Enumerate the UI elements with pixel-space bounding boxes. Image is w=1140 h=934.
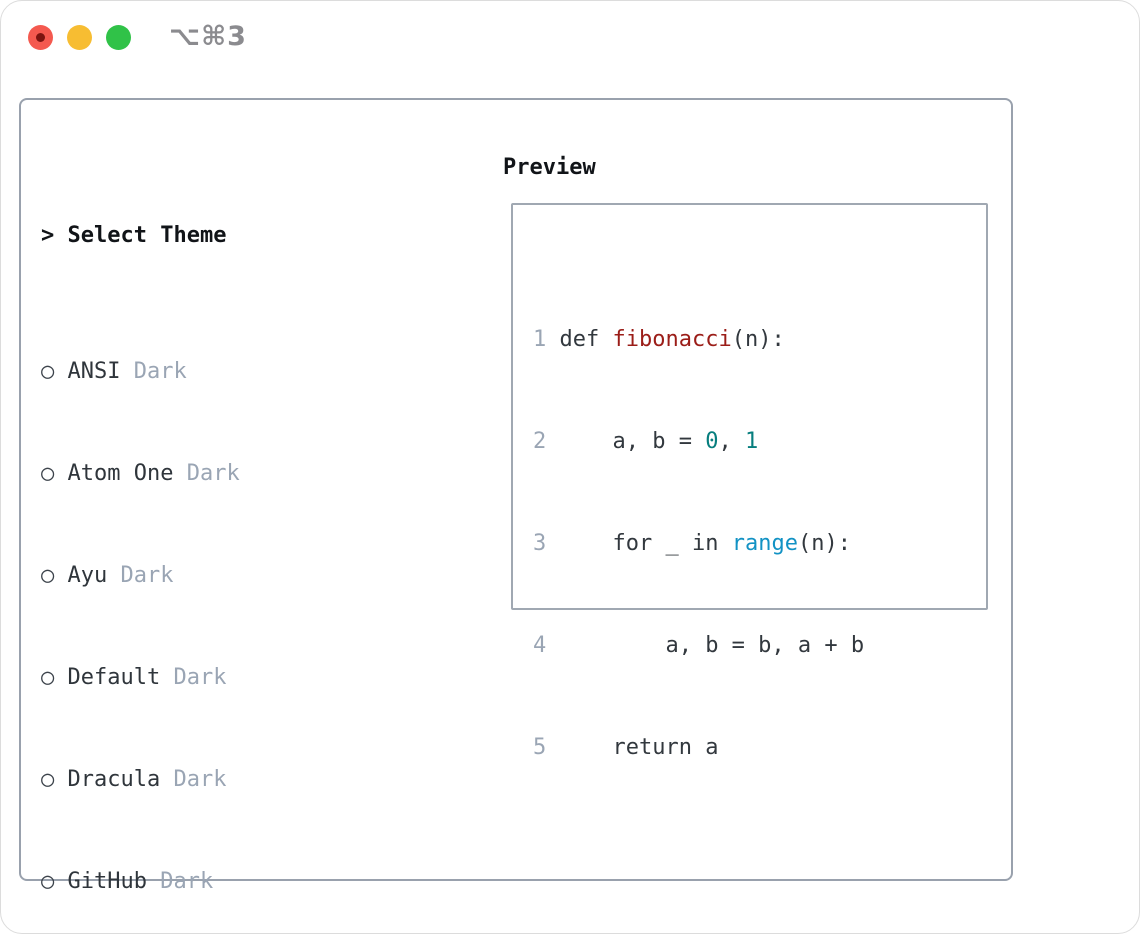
theme-option-ansi-dark[interactable]: ○ ANSI Dark <box>41 359 187 384</box>
traffic-lights <box>28 25 131 50</box>
radio-icon: ○ <box>41 869 68 894</box>
settings-panel: > Select Theme ○ ANSI Dark ○ Atom One Da… <box>19 98 1013 894</box>
radio-icon: ○ <box>41 665 68 690</box>
select-theme-heading-label: Select Theme <box>67 223 227 248</box>
code-line: 3 for _ in range(n): <box>533 531 851 556</box>
select-theme-heading: > Select Theme <box>41 219 412 253</box>
code-preview: 1 def fibonacci(n): 2 a, b = 0, 1 3 for … <box>533 255 944 933</box>
code-line: 1 def fibonacci(n): <box>533 327 785 352</box>
window-shortcut-label: ⌥⌘3 <box>169 21 247 52</box>
prompt-caret-icon: > <box>41 223 68 248</box>
theme-option-ayu-dark[interactable]: ○ Ayu Dark <box>41 563 174 588</box>
minimize-button[interactable] <box>67 25 92 50</box>
radio-icon: ○ <box>41 767 68 792</box>
theme-option-github-dark[interactable]: ○ GitHub Dark <box>41 869 214 894</box>
close-button[interactable] <box>28 25 53 50</box>
blank-code-line <box>533 833 944 867</box>
radio-icon: ○ <box>41 359 68 384</box>
code-line: 5 return a <box>533 735 719 760</box>
theme-option-atom-one-dark[interactable]: ○ Atom One Dark <box>41 461 240 486</box>
radio-icon: ○ <box>41 461 68 486</box>
theme-option-default-dark[interactable]: ○ Default Dark <box>41 665 227 690</box>
theme-option-dracula-dark[interactable]: ○ Dracula Dark <box>41 767 227 792</box>
radio-icon: ○ <box>41 563 68 588</box>
theme-picker-column: > Select Theme ○ ANSI Dark ○ Atom One Da… <box>41 151 412 933</box>
code-line: 4 a, b = b, a + b <box>533 633 865 658</box>
zoom-button[interactable] <box>106 25 131 50</box>
preview-box: 1 def fibonacci(n): 2 a, b = 0, 1 3 for … <box>511 203 988 760</box>
titlebar: ⌥⌘3 <box>1 1 1139 73</box>
code-line: 2 a, b = 0, 1 <box>533 429 759 454</box>
preview-heading: Preview <box>503 155 596 180</box>
unsaved-changes-dot-icon <box>36 33 45 42</box>
